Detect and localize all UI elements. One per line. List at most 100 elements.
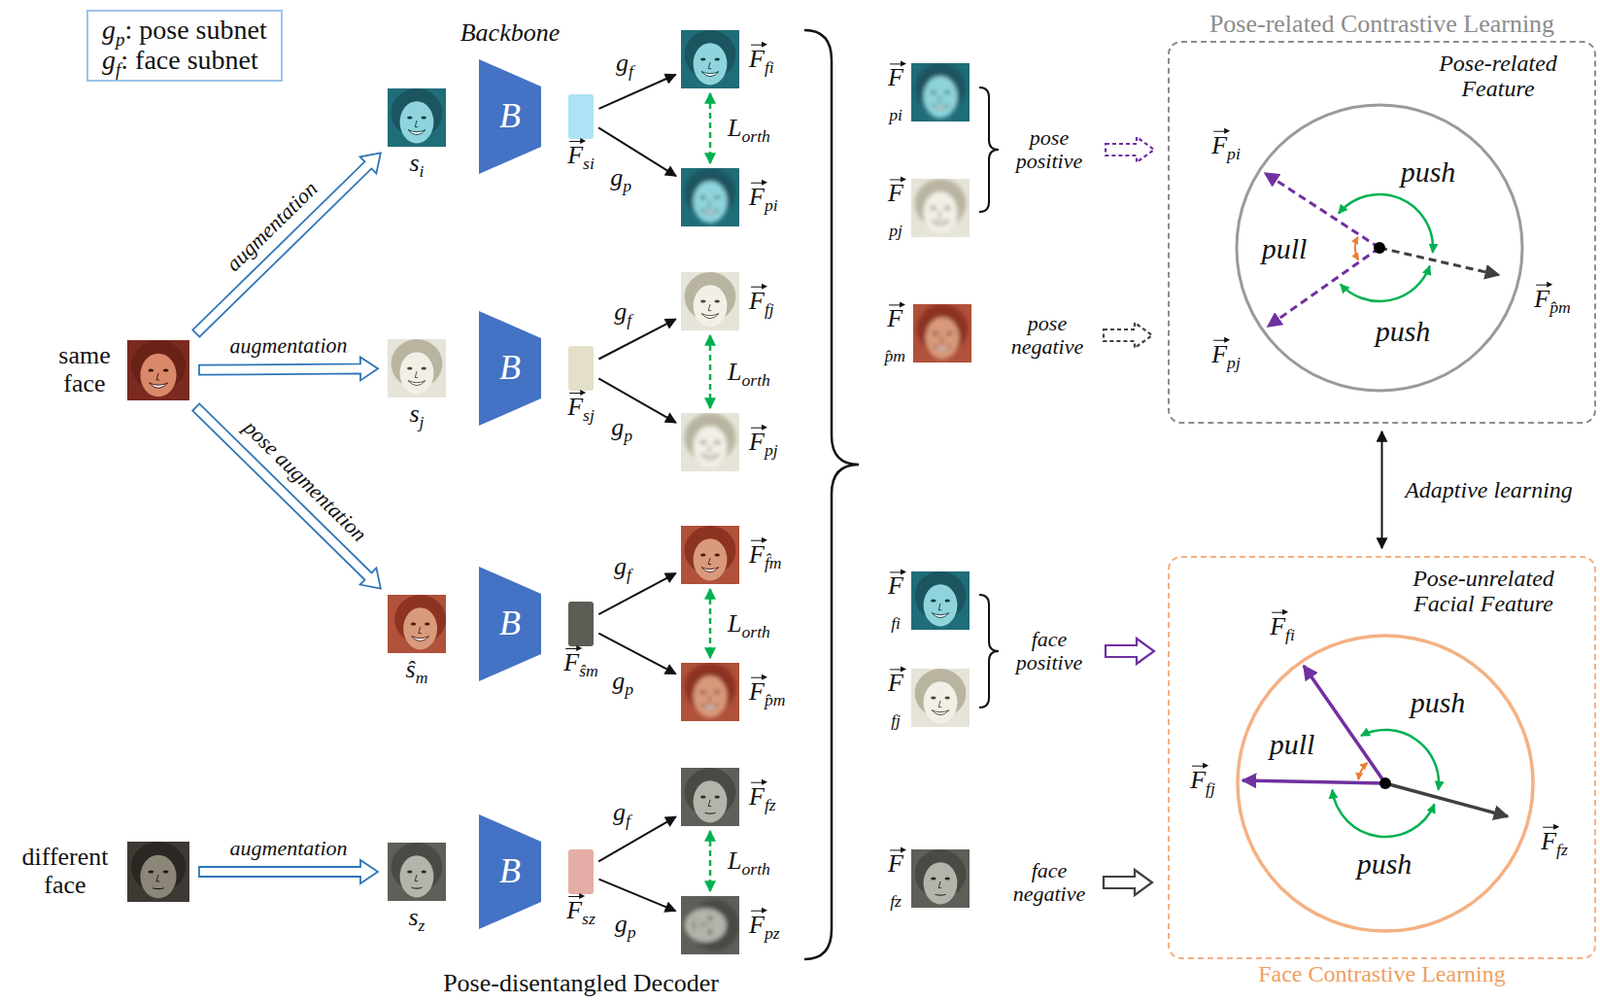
math-subscript: p — [623, 425, 633, 445]
edge-label: gp — [614, 909, 637, 938]
feature-vector: Fsz — [568, 849, 594, 894]
face-image: Fp̂m — [680, 662, 740, 721]
math-subscript: fz — [764, 794, 777, 815]
figure-label: push — [1410, 685, 1466, 718]
photo-ground — [680, 412, 740, 472]
math-symbol: F — [748, 183, 765, 212]
node-text: ŝm — [406, 655, 429, 684]
face-figure — [684, 662, 737, 717]
edge-label: Lorth — [727, 609, 771, 638]
edge-label: Lorth — [727, 114, 771, 143]
eye — [407, 116, 412, 120]
face-skin — [400, 101, 435, 143]
feature-vector: Fsi — [568, 94, 594, 139]
eye — [407, 367, 412, 371]
mouth — [931, 612, 950, 618]
face-skin — [693, 284, 728, 327]
eye — [945, 696, 951, 700]
face-image: Ffj — [911, 668, 970, 727]
face-skin — [925, 316, 960, 359]
face-image: same face — [127, 340, 190, 401]
photo-ground — [911, 63, 970, 122]
orthogonal-loss-arrow — [709, 830, 713, 891]
orthogonal-loss-arrow — [709, 93, 713, 164]
figure-label: push — [1400, 155, 1457, 188]
backbone-block: B — [478, 566, 542, 681]
node-text: Fp̂m — [884, 305, 906, 361]
edge-label: augmentation — [229, 333, 347, 358]
photo-ground — [913, 304, 972, 363]
math-subscript: p — [622, 175, 632, 196]
edge-label: augmentation — [230, 836, 348, 860]
mouth — [148, 382, 168, 388]
math-symbol: F — [748, 45, 765, 74]
math-subscript: m — [415, 667, 429, 687]
orthogonal-loss-arrow — [709, 335, 713, 409]
flow-arrow — [598, 318, 676, 359]
math-symbol: F — [887, 850, 904, 879]
edge-label: Lorth — [727, 847, 771, 876]
node-text: gf: face subnet — [102, 45, 268, 76]
mouth — [931, 710, 950, 715]
photo-ground — [680, 272, 740, 331]
face-image: different face — [127, 841, 190, 902]
face-skin — [693, 675, 728, 717]
figure-label: Ffz — [1540, 827, 1568, 856]
face-figure — [917, 304, 969, 359]
math-subscript: f̂m — [764, 552, 783, 573]
photo-ground — [680, 525, 740, 584]
face-image: Ffj — [680, 272, 740, 331]
photo-ground — [680, 662, 740, 721]
node-text: B — [478, 851, 542, 891]
math-subscript: fj — [890, 709, 901, 729]
node-text: Ffz — [748, 782, 777, 812]
eye — [945, 599, 951, 603]
face-picture — [387, 88, 446, 147]
trapezoid-fill — [478, 566, 542, 681]
trapezoid-fill — [478, 310, 542, 426]
photo-ground — [127, 340, 190, 401]
node-text: Ffj — [887, 669, 904, 725]
nose — [414, 371, 418, 378]
node-text: Ffi — [748, 45, 775, 74]
eye — [714, 300, 720, 304]
math-subscript: pj — [1226, 352, 1241, 373]
face-picture — [911, 668, 970, 727]
eye — [714, 690, 720, 694]
nose — [708, 694, 712, 702]
eye — [930, 877, 936, 881]
math-subscript: fi — [764, 57, 775, 77]
eye — [163, 869, 170, 873]
math-subscript: fi — [890, 612, 901, 632]
math-subscript: pi — [1226, 143, 1241, 164]
math-symbol: s — [408, 902, 418, 931]
face-figure — [684, 168, 737, 223]
face-skin — [693, 780, 728, 822]
edge-label: gp — [611, 413, 633, 443]
mouth — [933, 345, 952, 351]
pair-brace — [979, 87, 999, 212]
legend-words: : pose subnet — [125, 14, 268, 45]
pair-brace — [979, 594, 999, 708]
math-subscript: f — [626, 564, 632, 584]
face-image: sz — [387, 842, 446, 901]
figure-label: push — [1357, 847, 1413, 880]
nose — [938, 700, 942, 708]
legend-words: : face subnet — [120, 44, 259, 75]
face-picture — [911, 571, 970, 630]
face-skin — [693, 42, 728, 85]
math-subscript: fz — [889, 889, 902, 910]
mouth — [701, 71, 719, 77]
node-text: Pose-related Feature — [1415, 50, 1581, 103]
backbone-block: B — [478, 310, 542, 426]
edge-label: gp — [610, 164, 632, 193]
trapezoid-fill — [478, 59, 542, 174]
face-skin — [693, 180, 728, 223]
push-arc — [1340, 266, 1430, 302]
face-picture — [387, 594, 446, 653]
face-image: Ff̂m — [680, 525, 740, 584]
node-text: gp: pose subnet — [102, 15, 268, 46]
face-picture — [680, 412, 740, 472]
math-symbol: F — [887, 64, 904, 93]
math-subscript: f — [625, 810, 631, 830]
